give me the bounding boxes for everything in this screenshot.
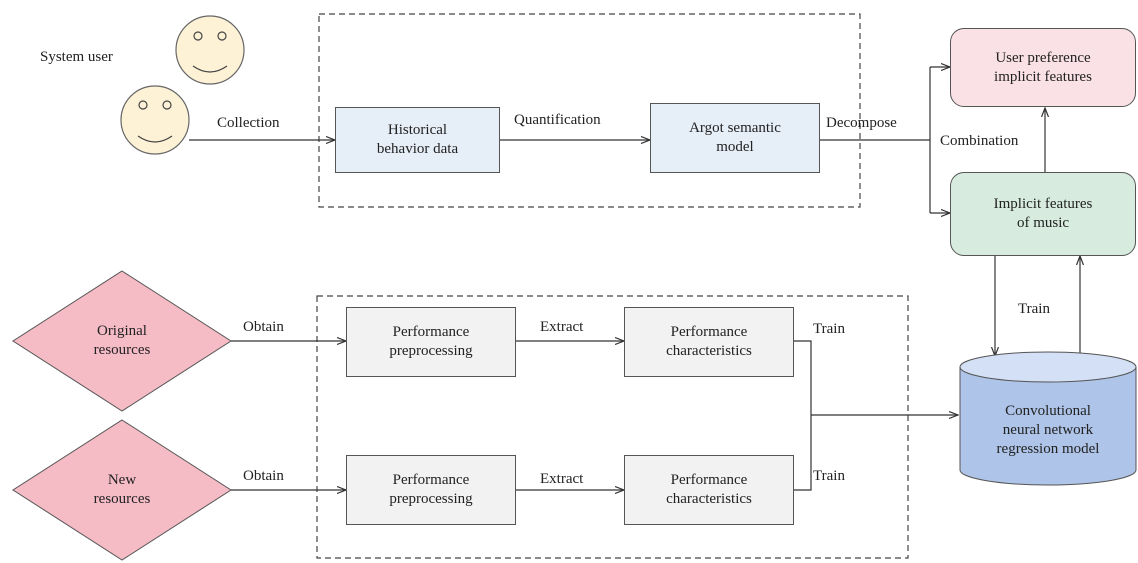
extract-label-top: Extract [540,319,584,335]
cnn-label-box: Convolutional neural network regression … [960,390,1136,470]
new-resources-label: New resources [30,465,214,515]
perf-char-top-line-2: characteristics [666,343,752,359]
perf-char-top-line-1: Performance [670,324,748,340]
perf-preprocessing-box-bottom: Performance preprocessing [346,455,516,525]
user-face-top-icon [175,15,245,85]
new-line-1: New [107,472,137,488]
perf-pre-bottom-line-1: Performance [392,472,470,488]
argot-semantic-box: Argot semantic model [650,103,820,173]
obtain-label-top: Obtain [243,319,284,335]
user-face-bottom-icon [120,85,190,155]
implicit-music-box: Implicit features of music [950,172,1136,256]
user-pref-line-2: implicit features [994,68,1092,85]
historical-line-1: Historical [387,122,448,138]
cnn-line-3: regression model [996,440,1100,457]
train-label-bottom: Train [813,468,845,484]
historical-line-2: behavior data [376,141,459,157]
train-label-top: Train [813,321,845,337]
perf-pre-top-line-1: Performance [392,324,470,340]
user-preference-box: User preference implicit features [950,28,1136,107]
perf-characteristics-box-bottom: Performance characteristics [624,455,794,525]
new-line-2: resources [93,491,151,507]
quantification-label: Quantification [514,112,601,128]
collection-label: Collection [217,115,280,131]
decompose-label: Decompose [826,115,897,131]
original-resources-label: Original resources [30,316,214,366]
obtain-label-bottom: Obtain [243,468,284,484]
original-line-1: Original [96,323,147,339]
original-resources-diamond [12,270,232,412]
perf-pre-top-line-2: preprocessing [389,343,473,359]
cnn-line-1: Convolutional [1005,402,1091,419]
perf-char-bottom-line-2: characteristics [666,491,752,507]
extract-label-bottom: Extract [540,471,584,487]
original-line-2: resources [93,342,151,358]
bottom-dashed-group [316,295,909,559]
system-user-label: System user [40,49,113,65]
cnn-cylinder [959,351,1137,486]
new-resources-diamond [12,419,232,561]
argot-line-1: Argot semantic [689,120,781,136]
perf-characteristics-box-top: Performance characteristics [624,307,794,377]
perf-pre-bottom-line-2: preprocessing [389,491,473,507]
music-line-2: of music [1016,215,1070,231]
train-merge-line [794,340,812,491]
music-line-1: Implicit features [993,196,1093,212]
user-pref-line-1: User preference [995,49,1091,66]
cnn-line-2: neural network [1002,421,1094,438]
top-dashed-group [318,13,861,208]
perf-char-bottom-line-1: Performance [670,472,748,488]
argot-line-2: model [716,139,754,155]
train-label-right: Train [1018,301,1050,317]
combination-label: Combination [940,133,1019,149]
historical-behavior-box: Historical behavior data [335,107,500,173]
perf-preprocessing-box-top: Performance preprocessing [346,307,516,377]
